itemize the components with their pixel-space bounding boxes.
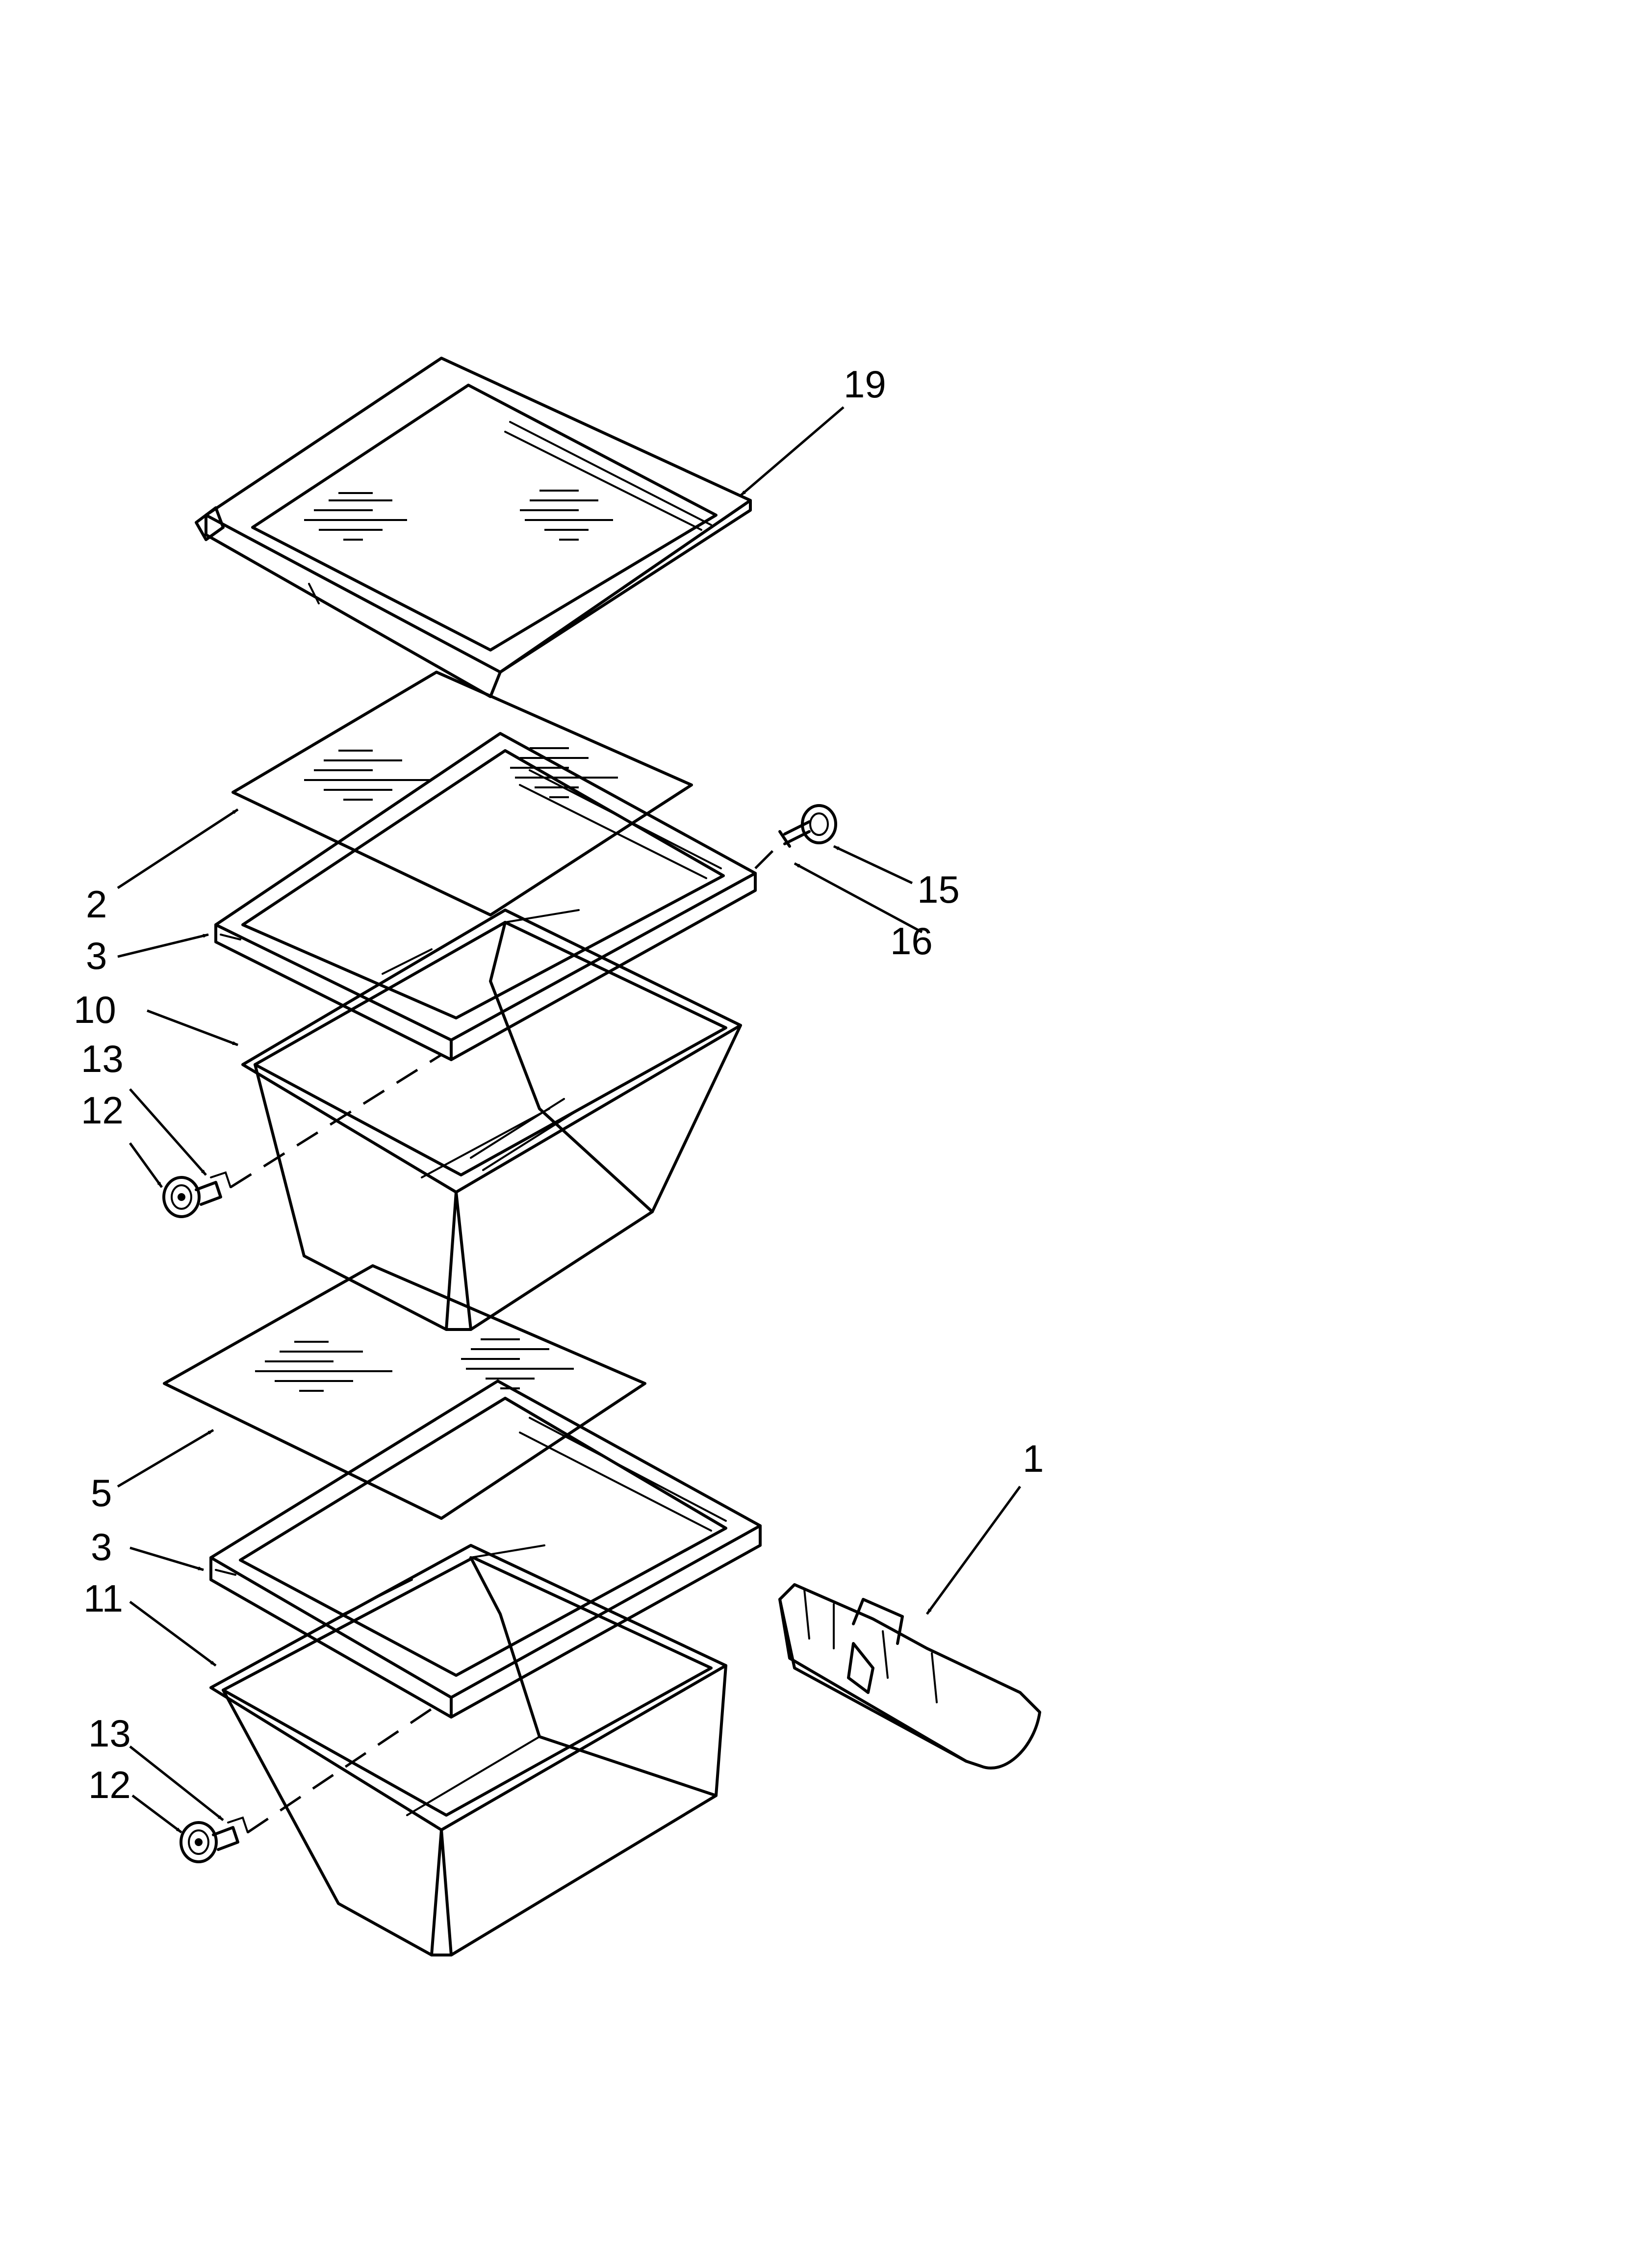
callout-16: 16: [890, 919, 933, 963]
callout-13-upper: 13: [81, 1037, 124, 1080]
part-3-lower-cover-frame: [209, 1380, 762, 1719]
callout-12-upper: 12: [81, 1089, 124, 1132]
part-11-lower-crisper-bin: [209, 1544, 727, 1956]
callout-2: 2: [86, 883, 107, 926]
callout-13-lower: 13: [88, 1712, 131, 1755]
callout-labels: 19 2 3 10 13 12 15 16 5 3 11 13 12 1: [74, 363, 1044, 1806]
part-12-13-lower-wheel: [180, 1816, 249, 1863]
callout-10: 10: [74, 988, 116, 1031]
part-12-13-upper-wheel: [162, 1171, 231, 1218]
assembly-lines: [230, 843, 781, 1834]
callout-3-upper: 3: [86, 934, 107, 977]
callout-1: 1: [1023, 1437, 1044, 1480]
callout-11: 11: [83, 1577, 123, 1620]
callout-3-lower: 3: [91, 1525, 112, 1568]
callout-12-lower: 12: [88, 1763, 131, 1806]
part-1-bottom-tray: [778, 1583, 1041, 1770]
callout-5: 5: [91, 1471, 112, 1514]
part-15-16-roller-screw: [778, 804, 837, 848]
callout-19: 19: [844, 363, 886, 406]
part-5-lower-glass: [163, 1264, 646, 1520]
part-19-shelf-frame: [195, 357, 752, 698]
callout-15: 15: [917, 868, 960, 911]
part-2-upper-glass: [231, 671, 693, 916]
part-3-upper-cover-frame: [214, 732, 757, 1061]
part-10-upper-crisper-bin: [241, 909, 742, 1331]
leader-lines: [117, 406, 1022, 1833]
